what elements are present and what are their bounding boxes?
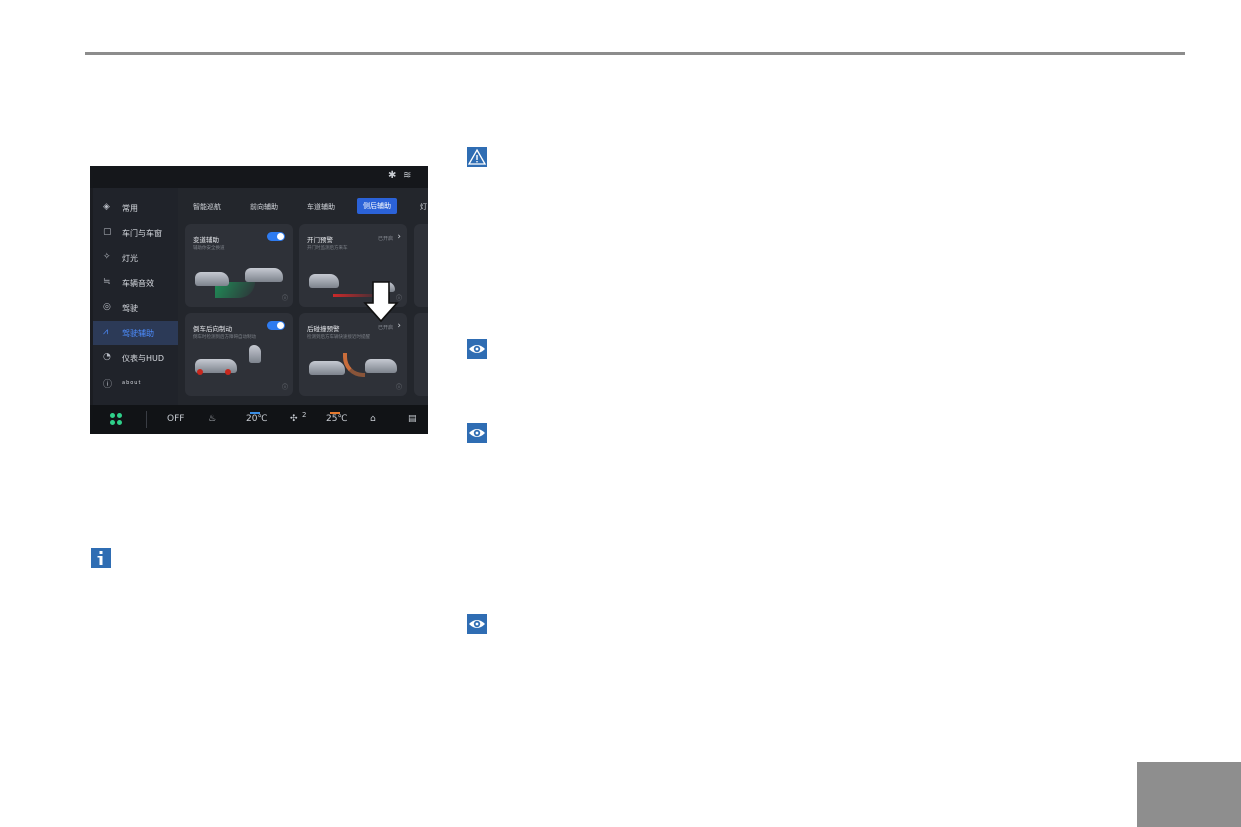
- settings-sidebar: ◈ 常用 ▢ 车门与车窗 ✧ 灯光 ≒ 车辆音效 ◎ 驾驶 ⩘ 驾驶辅助: [93, 188, 178, 405]
- card-reverse-brake[interactable]: 倒车后向制动 倒车时检测到后方障碍自动制动 ⓘ: [185, 313, 293, 396]
- bluetooth-icon: ✱: [388, 170, 397, 181]
- tab-side-rear-assist[interactable]: 侧后辅助: [357, 198, 397, 214]
- sidebar-item-common[interactable]: ◈ 常用: [103, 202, 138, 213]
- down-arrow-icon: [363, 281, 399, 323]
- divider: [146, 411, 147, 428]
- sidebar-item-sound[interactable]: ≒ 车辆音效: [103, 277, 154, 288]
- assist-zone-graphic: [215, 282, 255, 298]
- front-defrost-icon[interactable]: ⌂: [370, 414, 376, 424]
- wifi-icon: ≋: [403, 170, 412, 181]
- sidebar-item-lights[interactable]: ✧ 灯光: [103, 252, 138, 263]
- tab-lights[interactable]: 灯: [420, 203, 427, 211]
- rear-defrost-icon[interactable]: ▤: [408, 414, 417, 424]
- car-graphic: [365, 359, 397, 373]
- sidebar-item-driving[interactable]: ◎ 驾驶: [103, 302, 138, 313]
- cube-icon: ◈: [103, 202, 110, 212]
- info-icon[interactable]: ⓘ: [395, 295, 402, 302]
- info-icon[interactable]: ⓘ: [395, 384, 402, 391]
- card-partial[interactable]: [414, 224, 428, 307]
- left-temp-indicator: [250, 412, 260, 414]
- card-rear-collision-warning[interactable]: 后碰撞预警 检测到后方车辆快速接近时提醒 已开启 › ⓘ: [299, 313, 407, 396]
- steering-wheel-icon: ◎: [103, 302, 111, 312]
- eye-icon: [467, 339, 487, 359]
- wheel-graphic: [225, 369, 231, 375]
- status-bar: ✱ ≋: [90, 166, 428, 188]
- sidebar-item-driver-assist[interactable]: ⩘ 驾驶辅助: [93, 321, 178, 345]
- warning-zone-graphic: [333, 294, 383, 297]
- car-graphic: [309, 361, 345, 375]
- card-lane-change-assist[interactable]: 变道辅助 辅助你安全换道 ⓘ: [185, 224, 293, 307]
- lane-change-toggle[interactable]: [267, 232, 285, 241]
- sidebar-item-doors-windows[interactable]: ▢ 车门与车窗: [103, 227, 162, 238]
- warning-zone-graphic: [343, 353, 365, 377]
- infotainment-screenshot: ✱ ≋ ◈ 常用 ▢ 车门与车窗 ✧ 灯光 ≒ 车辆音效 ◎ 驾驶: [90, 166, 428, 434]
- tab-smart-cruise[interactable]: 智能巡航: [193, 203, 221, 211]
- apps-grid-icon[interactable]: [110, 413, 122, 425]
- road-icon: ⩘: [103, 327, 109, 337]
- right-temp-value[interactable]: 25℃: [326, 414, 348, 424]
- climate-power-button[interactable]: OFF: [167, 414, 185, 424]
- eye-icon: [467, 423, 487, 443]
- wheel-graphic: [197, 369, 203, 375]
- top-divider-rule: [85, 52, 1185, 55]
- obstacle-graphic: [249, 345, 261, 363]
- fan-icon[interactable]: ✣: [290, 414, 298, 424]
- climate-bar: OFF ♨ 20℃ ✣ 2 25℃ ⌂ ▤: [90, 405, 428, 434]
- left-temp-value[interactable]: 20℃: [246, 414, 268, 424]
- fan-level: 2: [302, 411, 307, 419]
- tab-lane-assist[interactable]: 车道辅助: [307, 203, 335, 211]
- info-icon: ⓘ: [103, 380, 113, 390]
- eye-icon: [467, 614, 487, 634]
- car-graphic: [309, 274, 339, 288]
- info-icon: [91, 548, 111, 568]
- card-partial[interactable]: [414, 313, 428, 396]
- seat-heat-icon[interactable]: ♨: [208, 414, 217, 424]
- sidebar-item-about[interactable]: ⓘ about: [93, 371, 178, 395]
- right-temp-indicator: [330, 412, 340, 414]
- reverse-brake-toggle[interactable]: [267, 321, 285, 330]
- tab-forward-assist[interactable]: 前向辅助: [250, 203, 278, 211]
- page-edge-tab: [1137, 762, 1241, 827]
- car-graphic: [195, 272, 229, 286]
- door-icon: ▢: [103, 227, 112, 237]
- sound-icon: ≒: [103, 277, 111, 287]
- gauge-icon: ◔: [103, 352, 111, 362]
- sidebar-item-cluster-hud[interactable]: ◔ 仪表与HUD: [103, 352, 165, 363]
- warning-icon: [467, 147, 487, 167]
- info-icon[interactable]: ⓘ: [281, 384, 288, 391]
- info-icon[interactable]: ⓘ: [281, 295, 288, 302]
- chevron-right-icon[interactable]: ›: [397, 321, 401, 331]
- chevron-right-icon[interactable]: ›: [397, 232, 401, 242]
- light-icon: ✧: [103, 252, 111, 262]
- settings-panel: ◈ 常用 ▢ 车门与车窗 ✧ 灯光 ≒ 车辆音效 ◎ 驾驶 ⩘ 驾驶辅助: [93, 188, 428, 405]
- car-graphic: [245, 268, 283, 282]
